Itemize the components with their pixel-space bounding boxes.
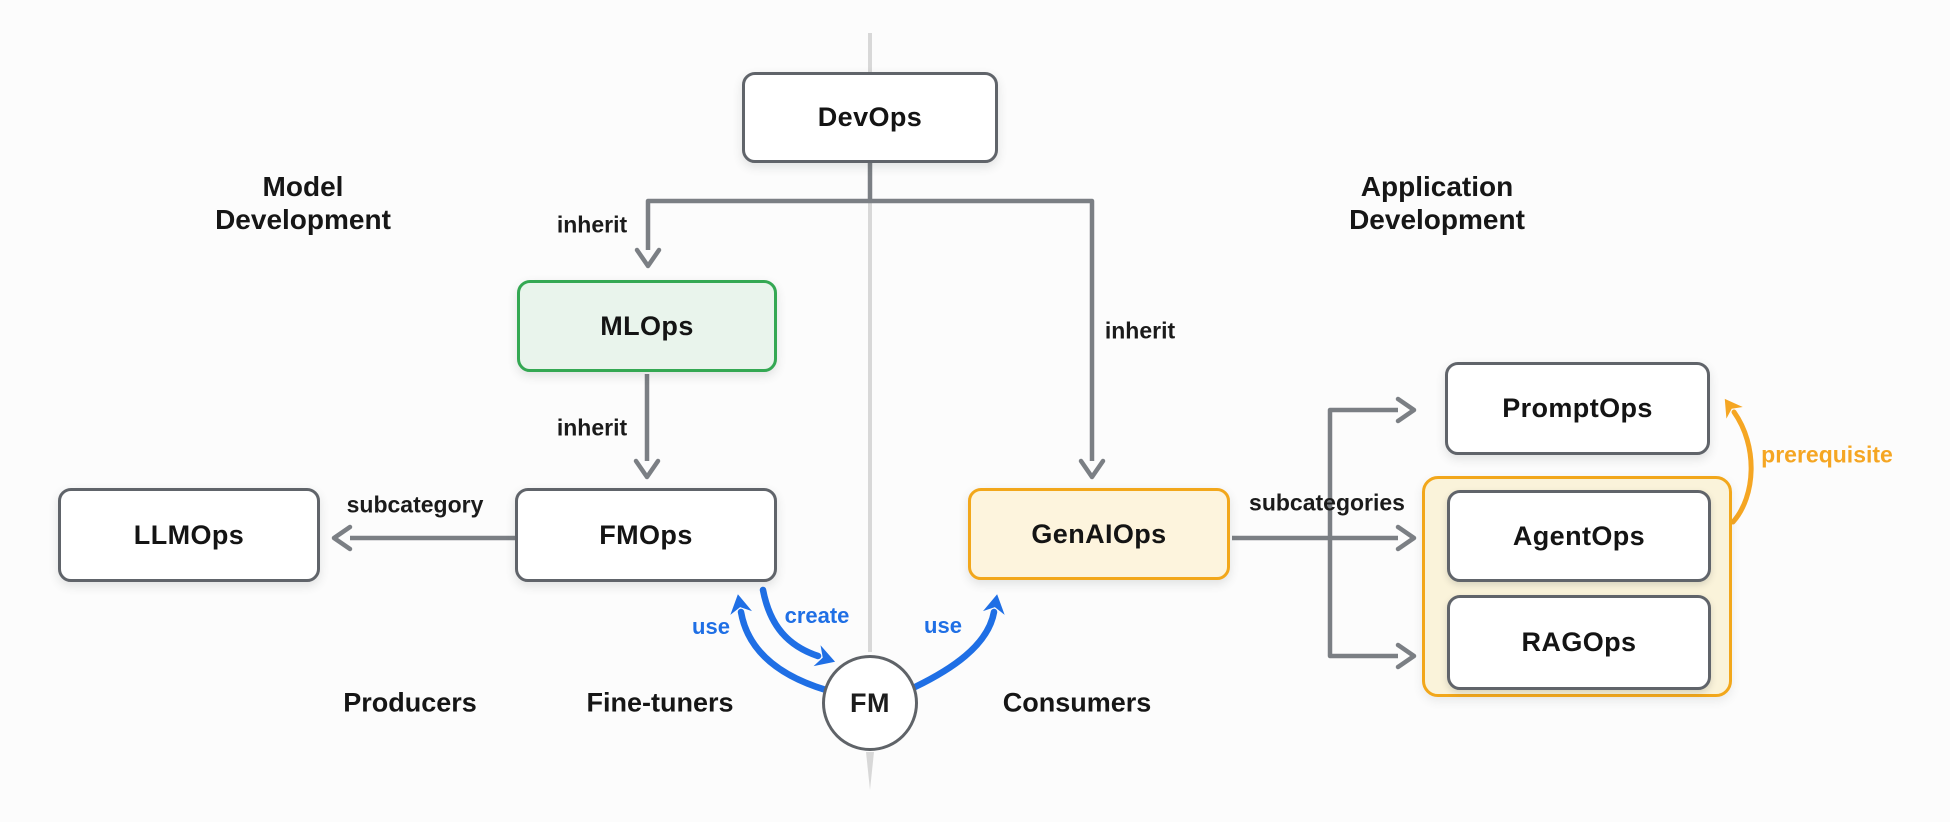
node-promptops-label: PromptOps	[1502, 393, 1653, 423]
node-agentops-label: AgentOps	[1512, 520, 1646, 551]
node-devops-label: DevOps	[817, 102, 923, 132]
section-model-development: Model Development	[215, 171, 391, 235]
node-genaiops: GenAIOps	[968, 488, 1230, 580]
label-use-right: use	[924, 613, 962, 638]
section-application-development: Application Development	[1349, 171, 1525, 235]
node-ragops-label: RAGOps	[1521, 627, 1637, 657]
node-genaiops-label: GenAIOps	[1031, 518, 1167, 549]
edge-devops-to-genaiops	[870, 198, 1106, 480]
node-fmops: FMOps	[515, 488, 777, 582]
node-fm-label: FM	[850, 687, 890, 718]
center-divider-tail	[866, 752, 874, 790]
edge-fm-use-genaiops	[911, 594, 1005, 691]
label-inherit-devops-mlops: inherit	[556, 211, 628, 238]
edge-devops-to-mlops	[634, 198, 870, 269]
node-mlops: MLOps	[517, 280, 777, 372]
node-mlops-label: MLOps	[600, 310, 694, 341]
label-prerequisite: prerequisite	[1761, 441, 1893, 468]
node-promptops: PromptOps	[1445, 362, 1710, 455]
group-agentops-ragops: AgentOps RAGOps	[1422, 476, 1732, 697]
node-llmops: LLMOps	[58, 488, 320, 582]
label-fine-tuners: Fine-tuners	[586, 687, 734, 718]
node-ragops: RAGOps	[1447, 595, 1711, 690]
node-fmops-label: FMOps	[599, 519, 693, 550]
node-agentops: AgentOps	[1447, 490, 1711, 582]
label-consumers: Consumers	[1002, 687, 1152, 718]
label-producers: Producers	[343, 687, 477, 718]
edge-fm-use-fmops	[730, 594, 830, 694]
label-create: create	[784, 603, 850, 628]
label-subcategories: subcategories	[1249, 489, 1405, 516]
edge-agentops-prerequisite-promptops	[1724, 398, 1754, 525]
node-fm: FM	[822, 655, 918, 751]
edge-genaiops-to-ragops	[1327, 538, 1417, 670]
label-inherit-devops-genaiops: inherit	[1104, 317, 1176, 344]
edge-fmops-create-fm	[759, 586, 836, 667]
label-inherit-mlops-fmops: inherit	[556, 414, 628, 441]
edge-genaiops-to-promptops	[1327, 396, 1417, 538]
node-llmops-label: LLMOps	[133, 519, 245, 550]
label-subcategory: subcategory	[346, 491, 484, 518]
label-use-left: use	[692, 614, 730, 639]
node-devops: DevOps	[742, 72, 998, 163]
